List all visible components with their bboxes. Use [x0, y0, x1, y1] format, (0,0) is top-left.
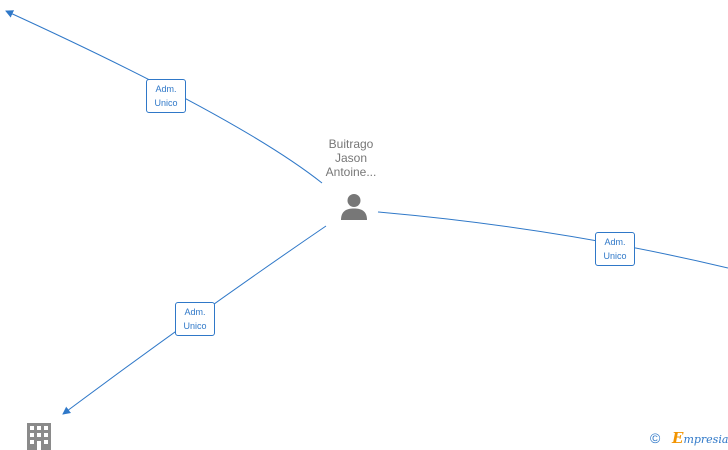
person-name[interactable]: Buitrago Jason Antoine... [316, 137, 386, 179]
edge-line-right [377, 211, 728, 269]
brand-name: mpresia [683, 433, 728, 446]
edge-label-right[interactable]: Adm. Unico [595, 232, 635, 266]
edge-label-role: Adm. [155, 84, 177, 94]
edge-label-role-type: Unico [603, 251, 627, 261]
edge-line-top-left [5, 10, 323, 184]
edge-label-role-type: Unico [154, 98, 178, 108]
person-icon[interactable] [338, 192, 370, 222]
edge-label-bottom-left[interactable]: Adm. Unico [175, 302, 215, 336]
edge-label-role-type: Unico [183, 321, 207, 331]
edge-label-role: Adm. [184, 307, 206, 317]
person-name-line: Jason [334, 151, 368, 165]
edge-label-role: Adm. [604, 237, 626, 247]
copyright-symbol: © [650, 430, 661, 446]
brand-logo[interactable]: Empresia [672, 430, 728, 448]
person-name-line: Buitrago [328, 137, 374, 151]
person-name-line: Antoine... [325, 165, 377, 179]
edge-label-top-left[interactable]: Adm. Unico [146, 79, 186, 113]
brand-initial: E [672, 429, 684, 447]
building-icon[interactable] [27, 423, 51, 450]
